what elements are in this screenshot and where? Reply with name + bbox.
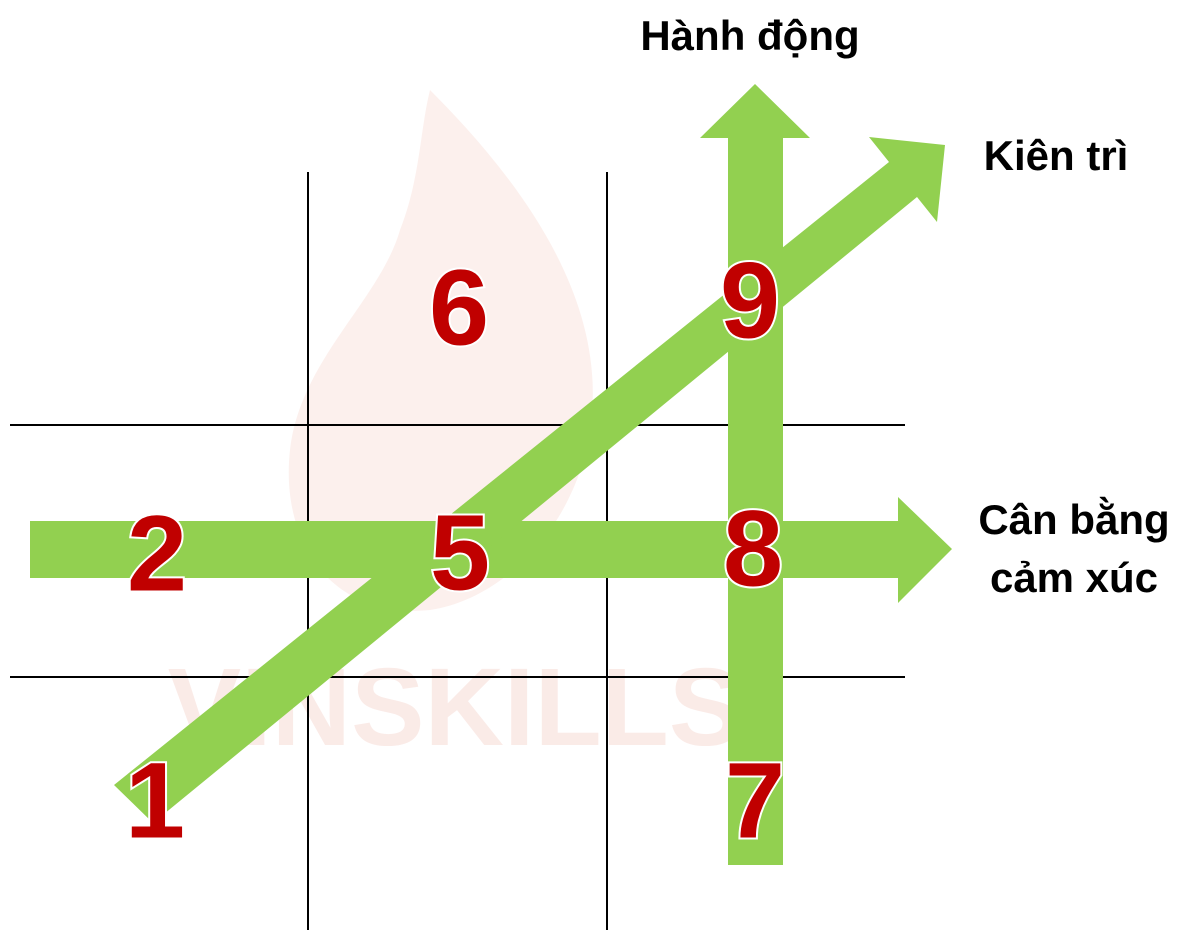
- label-action: Hành động: [640, 12, 859, 59]
- label-emotional-balance-line2: cảm xúc: [990, 554, 1158, 601]
- number-6: 6: [429, 247, 489, 368]
- number-8: 8: [723, 488, 783, 609]
- number-1: 1: [125, 740, 185, 861]
- emotional-balance-arrow: [30, 497, 952, 603]
- label-emotional-balance-line1: Cân bằng: [978, 495, 1169, 543]
- number-7: 7: [725, 740, 785, 861]
- watermark-logo: VINSKILLS: [168, 90, 742, 769]
- persistence-arrow: [114, 137, 945, 823]
- number-5: 5: [430, 492, 490, 613]
- label-persistence: Kiên trì: [984, 132, 1129, 179]
- number-9: 9: [720, 240, 780, 361]
- numbers: 1 2 5 6 7 8 9: [123, 238, 787, 863]
- arrows: [30, 84, 952, 865]
- number-2: 2: [127, 493, 187, 614]
- labels: Hành động Kiên trì Cân bằng cảm xúc: [640, 12, 1169, 601]
